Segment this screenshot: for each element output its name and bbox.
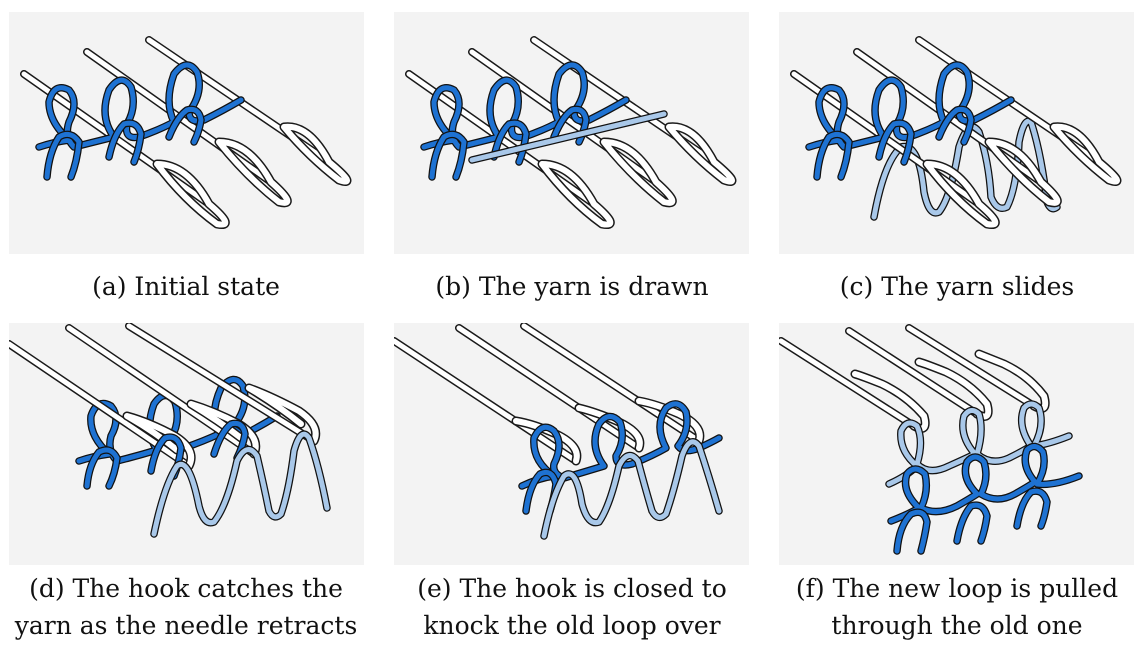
caption-f: (f) The new loop is pulled through the o… xyxy=(767,570,1144,644)
caption-a-line-1: (a) Initial state xyxy=(92,272,280,301)
old-yarn-loops xyxy=(420,61,630,181)
caption-c-line-1: (c) The yarn slides xyxy=(839,272,1075,301)
needle-3 xyxy=(145,36,352,186)
caption-e-line-1: (e) The hook is closed to xyxy=(417,574,727,603)
panel-d-hook-catches-yarn xyxy=(9,323,364,565)
new-yarn-strand xyxy=(468,110,668,164)
panel-c-illustration xyxy=(790,36,1122,230)
panel-c-yarn-slides xyxy=(779,12,1134,254)
panel-f-new-loop-pulled xyxy=(779,323,1134,565)
caption-d-line-2: yarn as the needle retracts xyxy=(14,611,358,640)
panel-a-illustration xyxy=(20,36,352,230)
needle-3 xyxy=(520,323,705,446)
old-yarn-loops xyxy=(805,61,1015,181)
old-yarn-loops xyxy=(887,442,1083,555)
new-yarn-strand xyxy=(150,430,331,538)
caption-f-line-2: through the old one xyxy=(831,611,1083,640)
new-yarn-strand xyxy=(870,117,1061,221)
panel-e-hook-closed xyxy=(394,323,749,565)
needle-1 xyxy=(779,337,930,433)
caption-f-line-1: (f) The new loop is pulled xyxy=(795,574,1119,603)
needle-1 xyxy=(394,337,582,466)
caption-b-line-1: (b) The yarn is drawn xyxy=(435,272,709,301)
caption-a: (a) Initial state xyxy=(0,268,376,305)
panel-d-illustration xyxy=(9,323,331,538)
panel-f-illustration xyxy=(779,324,1083,555)
panel-b-illustration xyxy=(405,36,737,230)
caption-b: (b) The yarn is drawn xyxy=(382,268,762,305)
panel-b-yarn-drawn xyxy=(394,12,749,254)
caption-d-line-1: (d) The hook catches the xyxy=(29,574,343,603)
needle-3 xyxy=(530,36,737,186)
needle-2 xyxy=(455,324,645,453)
caption-d: (d) The hook catches the yarn as the nee… xyxy=(0,570,376,644)
new-yarn-loops xyxy=(885,400,1073,488)
caption-e: (e) The hook is closed to knock the old … xyxy=(382,570,762,644)
needle-3 xyxy=(125,323,321,446)
new-yarn-strand xyxy=(540,438,723,540)
needle-2 xyxy=(845,327,993,421)
panel-e-illustration xyxy=(394,323,723,540)
old-yarn-loops xyxy=(35,61,245,181)
caption-c: (c) The yarn slides xyxy=(767,268,1144,305)
panel-a-initial-state xyxy=(9,12,364,254)
needle-3 xyxy=(905,324,1050,413)
caption-e-line-2: knock the old loop over xyxy=(423,611,721,640)
